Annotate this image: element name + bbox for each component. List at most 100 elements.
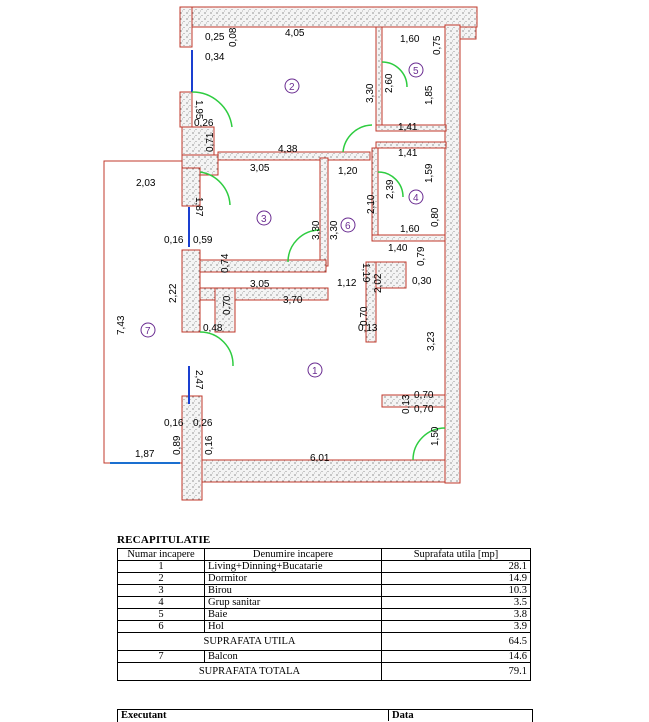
room-name: Baie [204,608,382,621]
grand-total-label: SUPRAFATA TOTALA [117,662,382,681]
dim: 0,26 [194,118,214,129]
dim: 3,30 [311,220,322,240]
balcony-outline [103,160,182,464]
svg-text:7: 7 [145,326,151,337]
col-number: Numar incapere [117,548,205,561]
dim: 0,26 [193,418,213,429]
dim: 2,02 [373,273,384,293]
dim: 2,10 [366,194,377,214]
dim: 0,70 [414,404,434,415]
dim: 0,13 [401,394,412,414]
dim: 2,60 [384,73,395,93]
dim: 6,01 [310,453,330,464]
dim: 1,95 [193,100,204,120]
room-name: Dormitor [204,572,382,585]
recap-section: RECAPITULATIE Numar incapere Denumire in… [117,534,531,681]
table-row: 2 Dormitor 14.9 [117,572,531,585]
dim: 1,60 [400,224,420,235]
room-area: 14.9 [381,572,531,585]
room-name: Living+Dinning+Bucatarie [204,560,382,573]
room-number: 7 [117,650,205,663]
dim: 7,43 [116,315,127,335]
room-number: 4 [117,596,205,609]
svg-text:5: 5 [413,66,419,77]
svg-text:1: 1 [312,366,318,377]
grand-total-value: 79.1 [381,662,531,681]
table-row: 6 Hol 3.9 [117,620,531,633]
executant-label: Executant [121,710,167,721]
dim: 0,70 [414,390,434,401]
dim: 3,23 [426,331,437,351]
dim: 2,47 [193,370,204,390]
dim: 0,16 [204,435,215,455]
room-markers: 2 5 4 3 6 7 1 [140,62,424,378]
room-name: Hol [204,620,382,633]
room-area: 3.9 [381,620,531,633]
room-area: 10.3 [381,584,531,597]
svg-text:2: 2 [289,82,295,93]
dim: 0,16 [164,418,184,429]
dim: 0,89 [172,435,183,455]
room-area: 14.6 [381,650,531,663]
room-number: 3 [117,584,205,597]
dim: 0,59 [193,235,213,246]
table-header: Numar incapere Denumire incapere Suprafa… [117,548,531,561]
table-row: 7 Balcon 14.6 [117,650,531,663]
dim: 3,30 [365,83,376,103]
room-name: Birou [204,584,382,597]
dim: 1,19 [360,263,371,283]
dim: 0,48 [203,323,223,334]
dim: 3,70 [283,295,303,306]
dim: 0,75 [432,35,443,55]
table-row: 3 Birou 10.3 [117,584,531,597]
table-row: 5 Baie 3.8 [117,608,531,621]
svg-text:4: 4 [413,193,419,204]
dim: 1,41 [398,148,418,159]
room-number: 6 [117,620,205,633]
dim: 0,70 [359,306,370,326]
dim: 2,39 [385,179,396,199]
svg-text:3: 3 [261,214,267,225]
grand-total-row: SUPRAFATA TOTALA 79.1 [117,662,531,681]
dim: 0,16 [164,235,184,246]
room-name: Grup sanitar [204,596,382,609]
room-number: 5 [117,608,205,621]
room-area: 3.5 [381,596,531,609]
dim: 1,50 [430,426,441,446]
dim: 1,12 [337,278,357,289]
svg-text:6: 6 [345,221,351,232]
dim: 0,13 [358,323,378,334]
dim: 0,70 [222,295,233,315]
room-area: 3.8 [381,608,531,621]
dim: 0,30 [412,276,432,287]
dim: 1,60 [400,34,420,45]
windows [188,50,193,404]
walls [179,6,478,501]
dim: 3,05 [250,279,270,290]
floor-plan: 2 5 4 3 6 7 1 0,25 0,08 4,05 1,60 0,75 0… [103,6,478,501]
dimension-labels: 0,25 0,08 4,05 1,60 0,75 0,34 1,95 3,30 … [116,27,443,464]
dim: 1,59 [424,163,435,183]
table-row: 4 Grup sanitar 3.5 [117,596,531,609]
dim: 1,41 [398,122,418,133]
useful-total-label: SUPRAFATA UTILA [117,632,382,651]
col-name: Denumire incapere [204,548,382,561]
dim: 0,08 [228,27,239,47]
dim: 0,74 [220,253,231,273]
room-name: Balcon [204,650,382,663]
dim: 1,20 [338,166,358,177]
col-area: Suprafata utila [mp] [381,548,531,561]
room-number: 2 [117,572,205,585]
dim: 1,87 [193,197,204,217]
signature-footer: Executant Data [117,709,533,722]
dim: 1,40 [388,243,408,254]
dim: 2,03 [136,178,156,189]
dim: 0,71 [205,132,216,152]
dim: 1,85 [424,85,435,105]
date-label: Data [388,710,414,721]
dim: 0,34 [205,52,225,63]
table-row: 1 Living+Dinning+Bucatarie 28.1 [117,560,531,573]
recap-table: Numar incapere Denumire incapere Suprafa… [117,548,531,681]
useful-total-value: 64.5 [381,632,531,651]
dim: 3,05 [250,163,270,174]
